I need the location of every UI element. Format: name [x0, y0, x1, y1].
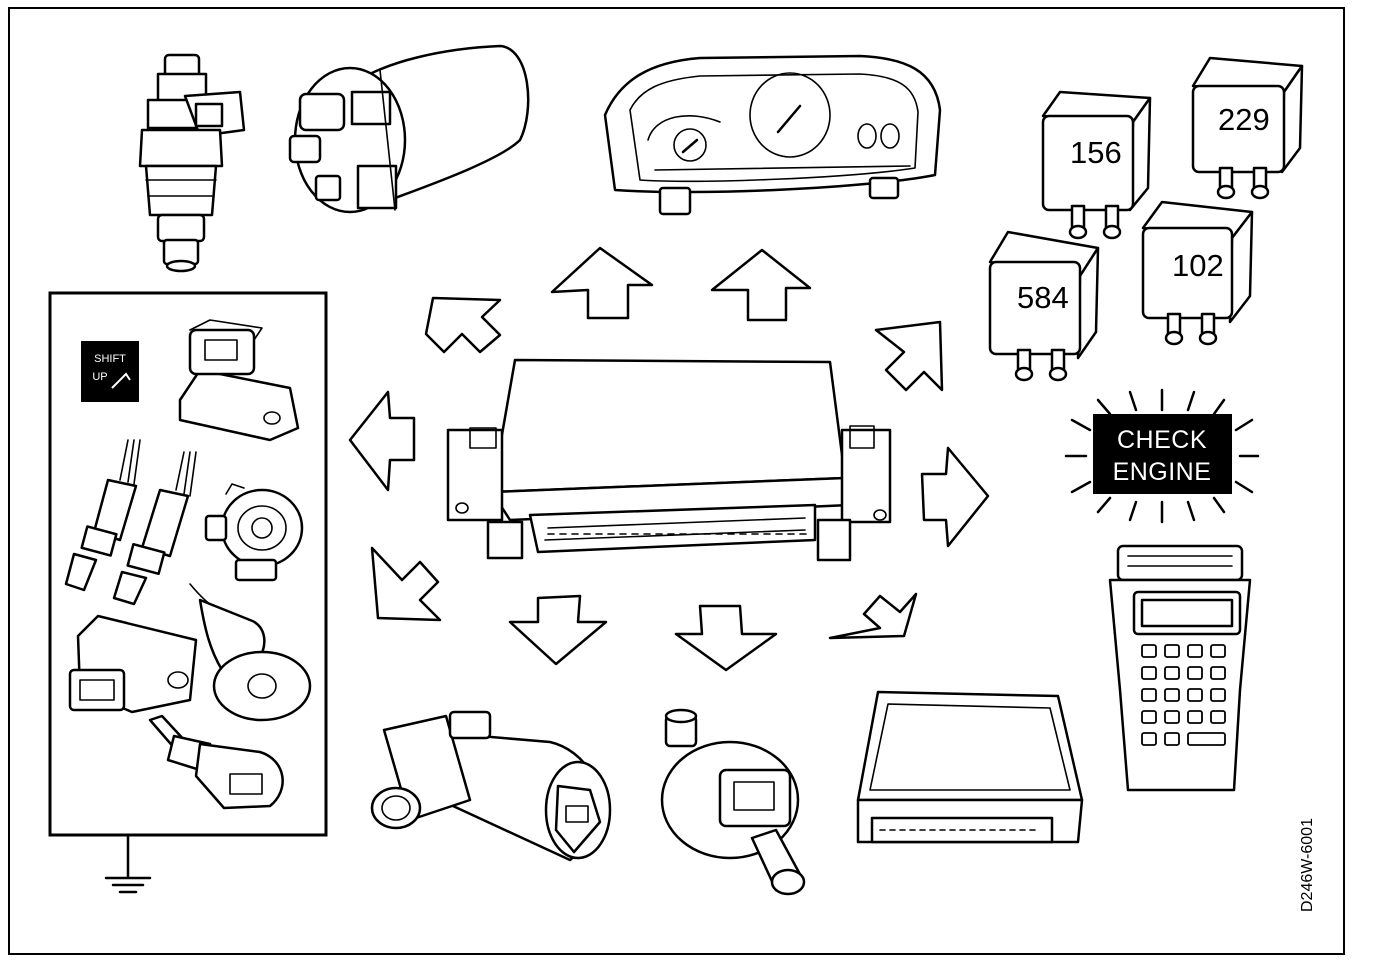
sensor-panel: SHIFT UP — [48, 291, 328, 894]
arrow-left — [348, 390, 416, 492]
relay-102-label: 102 — [1172, 248, 1224, 283]
arrow-down-left — [370, 546, 442, 622]
arrow-down-2 — [674, 604, 778, 672]
arrow-up-left — [424, 296, 502, 354]
check-engine-line2: ENGINE — [1113, 458, 1212, 486]
crankshaft-sensor-icon — [204, 483, 304, 582]
knock-sensor-icon — [189, 583, 312, 722]
pressure-sensor-icon — [68, 614, 198, 714]
evap-purge-valve-icon — [660, 708, 806, 896]
arrow-up-2 — [710, 248, 812, 322]
arrow-up-1 — [550, 246, 654, 320]
shift-up-line1: SHIFT — [94, 353, 126, 365]
instrument-cluster-icon — [603, 54, 942, 216]
figure-code: D246W-6001 — [1299, 818, 1316, 912]
fuel-injector-icon — [138, 53, 246, 273]
coolant-temperature-sensor-icon — [148, 714, 284, 810]
oxygen-sensor-1-icon — [64, 439, 141, 592]
diagnostic-scan-tool-icon — [1108, 544, 1252, 792]
relay-156-label: 156 — [1070, 135, 1122, 170]
relay-156: 156 — [1041, 90, 1152, 240]
output-arrows — [348, 246, 990, 672]
arrow-down-1 — [508, 594, 608, 666]
relay-584: 584 — [988, 230, 1100, 382]
scan-tool-keypad — [1141, 644, 1226, 746]
transmission-control-module-icon — [856, 690, 1084, 844]
relay-229-label: 229 — [1218, 102, 1270, 137]
relay-584-label: 584 — [1017, 280, 1069, 315]
arrow-up-right — [874, 320, 944, 392]
fuel-pump-icon — [288, 44, 530, 214]
engine-control-module-icon — [446, 358, 892, 562]
check-engine-line1: CHECK — [1117, 426, 1207, 454]
check-engine-lamp: CHECK ENGINE — [1064, 388, 1260, 524]
ground-symbol-icon — [104, 833, 152, 894]
relay-102: 102 — [1141, 200, 1254, 346]
arrow-right — [920, 446, 990, 548]
relay-229: 229 — [1191, 56, 1304, 200]
arrow-down-right — [828, 592, 918, 640]
idle-air-control-valve-icon — [370, 710, 612, 862]
check-engine-box — [1093, 414, 1232, 494]
outer-frame — [8, 7, 1345, 955]
shift-up-indicator: SHIFT UP — [81, 341, 139, 402]
throttle-position-sensor-icon — [178, 319, 300, 442]
shift-up-line2: UP — [92, 371, 107, 383]
oxygen-sensor-2-icon — [112, 451, 197, 606]
